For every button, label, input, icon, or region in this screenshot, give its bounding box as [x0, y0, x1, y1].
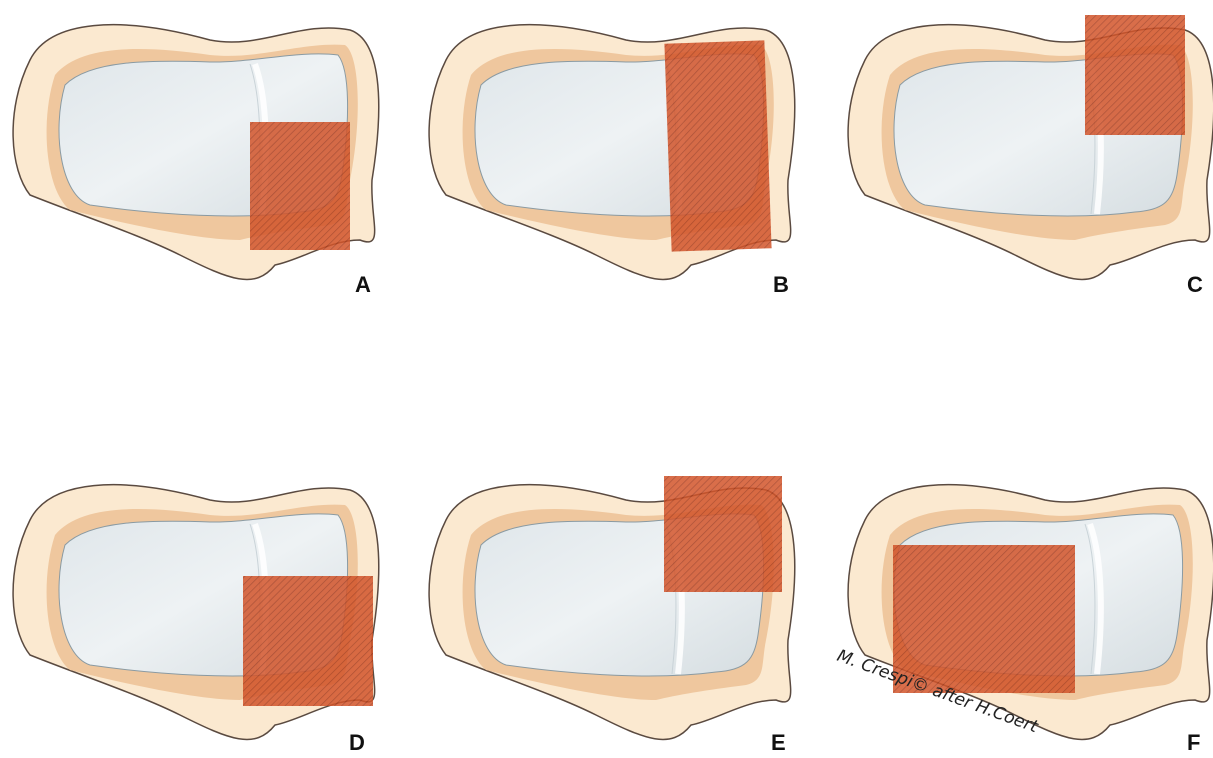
- panel-a: A: [13, 25, 379, 297]
- panel-d: D: [13, 485, 379, 755]
- panel-label: E: [771, 730, 786, 755]
- shaded-region: [664, 476, 782, 592]
- panel-c: C: [848, 15, 1213, 297]
- panel-label: A: [355, 272, 371, 297]
- panel-b: B: [429, 25, 795, 297]
- panel-label: F: [1187, 730, 1200, 755]
- panel-e: E: [429, 476, 795, 755]
- shaded-region: [664, 40, 771, 251]
- panel-label: D: [349, 730, 365, 755]
- shaded-region: [243, 576, 373, 706]
- panel-label: B: [773, 272, 789, 297]
- shaded-region: [893, 545, 1075, 693]
- shaded-region: [1085, 15, 1185, 135]
- shaded-region: [250, 122, 350, 250]
- panel-label: C: [1187, 272, 1203, 297]
